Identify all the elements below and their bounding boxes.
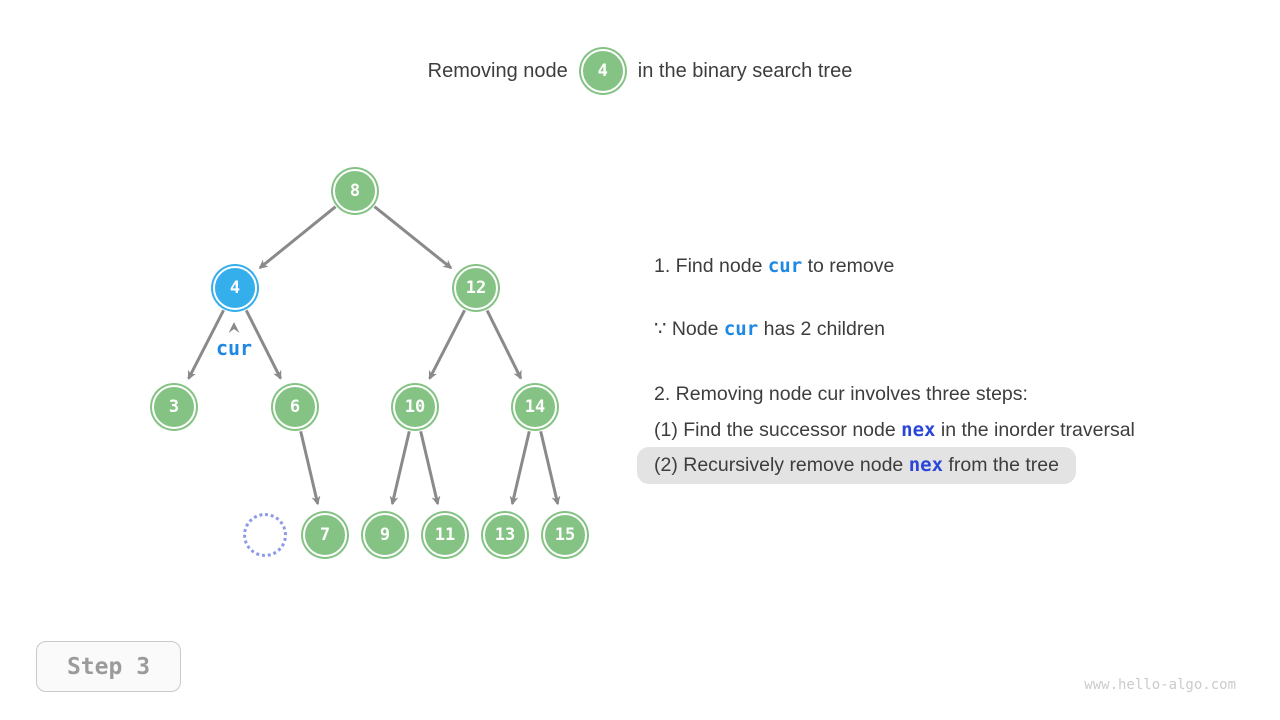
- tree-edge-10-9: [389, 430, 411, 506]
- tree-node-15-label: 15: [554, 525, 576, 545]
- tree-node-8-label: 8: [349, 181, 361, 201]
- tree-edge-8-12: [373, 205, 453, 270]
- tree-node-10-label: 10: [404, 397, 426, 417]
- tree-node-4-label: 4: [229, 278, 241, 298]
- note-line-4: (1) Find the successor node nex in the i…: [654, 419, 1135, 442]
- tree-node-3-label: 3: [168, 397, 180, 417]
- tree-node-7: 7: [303, 513, 347, 557]
- tree-node-14: 14: [513, 385, 557, 429]
- note-5-pre: (2) Recursively remove node: [654, 454, 909, 476]
- tree-node-6: 6: [273, 385, 317, 429]
- note-2-code: cur: [723, 318, 759, 340]
- removed-node-placeholder: [243, 513, 287, 557]
- tree-node-13-label: 13: [494, 525, 516, 545]
- pointer-caret-icon: [228, 322, 240, 333]
- note-2-post: has 2 children: [758, 318, 886, 340]
- cur-pointer-label: cur: [215, 336, 253, 360]
- title-prefix: Removing node: [427, 59, 568, 82]
- tree-node-10: 10: [393, 385, 437, 429]
- title-node-value: 4: [597, 61, 608, 81]
- note-5-code: nex: [908, 454, 944, 476]
- note-line-2: ∵ Node cur has 2 children: [654, 317, 885, 341]
- note-4-pre: (1) Find the successor node: [654, 419, 902, 441]
- title-node-circle: 4: [580, 49, 625, 93]
- tree-node-3: 3: [152, 385, 196, 429]
- note-line-1: 1. Find node cur to remove: [654, 255, 894, 278]
- title-suffix: in the binary search tree: [637, 59, 853, 82]
- note-line-3: 2. Removing node cur involves three step…: [654, 383, 1028, 406]
- tree-node-6-label: 6: [289, 397, 301, 417]
- tree-node-13: 13: [483, 513, 527, 557]
- tree-node-4: 4: [213, 266, 257, 310]
- tree-node-11: 11: [423, 513, 467, 557]
- note-1-pre: 1. Find node: [654, 255, 768, 277]
- tree-edge-14-13: [509, 430, 531, 506]
- tree-edge-10-11: [419, 430, 441, 506]
- step-badge-label: Step 3: [66, 653, 151, 680]
- tree-node-15: 15: [543, 513, 587, 557]
- tree-edge-14-15: [539, 430, 561, 506]
- tree-node-11-label: 11: [434, 525, 456, 545]
- figure-title: Removing node 4 in the binary search tre…: [0, 49, 1280, 93]
- tree-edge-12-10: [428, 309, 466, 380]
- tree-edge-8-4: [258, 205, 337, 270]
- tree-node-12-label: 12: [465, 278, 487, 298]
- note-2-pre: ∵ Node: [654, 318, 724, 340]
- note-line-5: (2) Recursively remove node nex from the…: [637, 447, 1076, 484]
- tree-node-12: 12: [454, 266, 498, 310]
- tree-node-9: 9: [363, 513, 407, 557]
- note-4-code: nex: [901, 419, 936, 441]
- watermark: www.hello-algo.com: [1084, 677, 1236, 693]
- note-1-code: cur: [767, 255, 803, 277]
- tree-edge-6-7: [299, 430, 321, 506]
- tree-node-14-label: 14: [524, 397, 546, 417]
- note-5-highlight: (2) Recursively remove node nex from the…: [637, 447, 1076, 484]
- note-5-post: from the tree: [943, 454, 1059, 476]
- tree-node-9-label: 9: [379, 525, 391, 545]
- note-1-post: to remove: [802, 255, 895, 277]
- note-4-post: in the inorder traversal: [935, 419, 1135, 441]
- tree-edge-12-14: [485, 309, 523, 380]
- note-3-text: 2. Removing node cur involves three step…: [654, 383, 1028, 405]
- tree-node-7-label: 7: [319, 525, 331, 545]
- step-badge: Step 3: [36, 641, 181, 692]
- tree-node-8: 8: [333, 169, 377, 213]
